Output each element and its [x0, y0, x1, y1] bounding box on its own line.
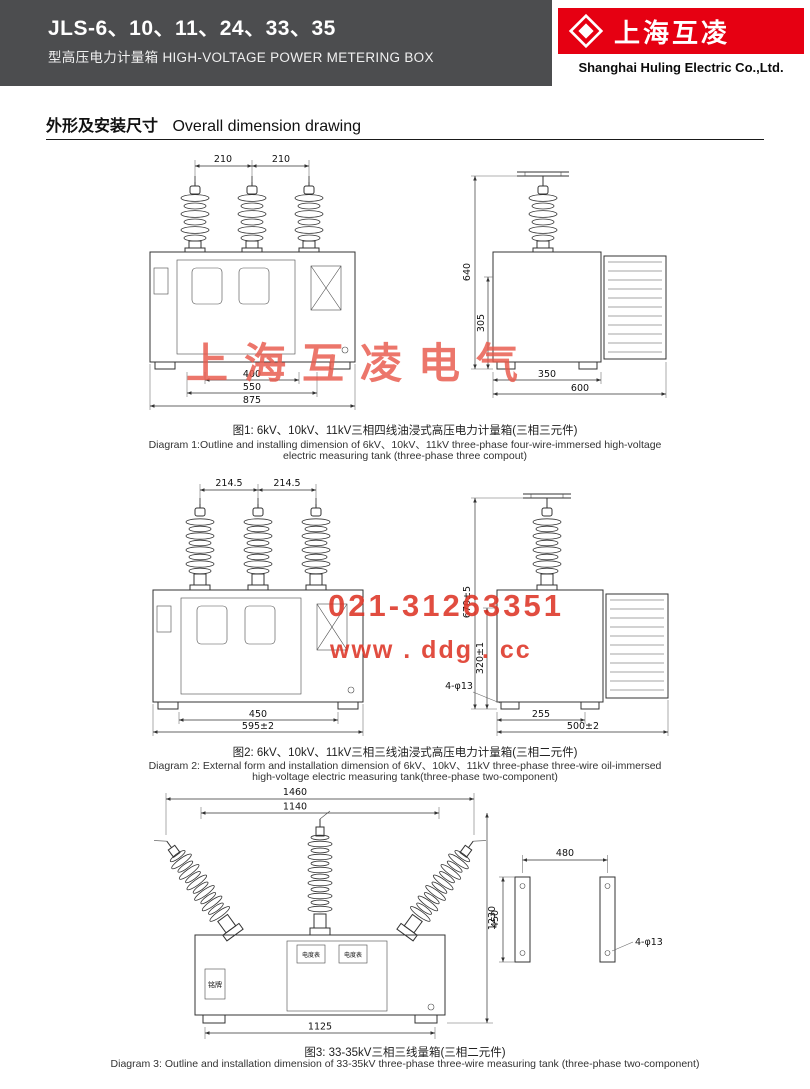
d2-front-dims: 214.5 214.5 450 595±2	[152, 478, 364, 736]
d3-nameplate-label: 铭牌	[208, 980, 222, 989]
bushing	[237, 176, 267, 253]
d3-meter-left-label: 电度表	[302, 951, 320, 959]
diagram2-caption-en-line2: high-voltage electric measuring tank(thr…	[252, 771, 558, 783]
diagram3-drawing: 电度表 电度表 铭牌	[154, 787, 663, 1039]
d2-dim-spacing-right: 214.5	[273, 478, 300, 489]
d3-insulator-right	[396, 840, 486, 942]
d1-side-dims: 640 305 350 600	[462, 175, 667, 398]
d3-dim-width-inner: 1140	[283, 802, 307, 813]
diagram1-caption-en-line2: electric measuring tank (three-phase thr…	[283, 450, 527, 462]
d2-side-view	[496, 493, 669, 710]
d3-dim-holes: 4-φ13	[635, 937, 663, 948]
d1-side-view	[492, 171, 667, 370]
d3-channel-detail: 480 450 4-φ13	[490, 848, 663, 963]
d2-front-view	[152, 498, 364, 710]
d2-dim-depth-total: 500±2	[567, 721, 599, 732]
diagram3-caption-cn: 图3: 33-35kV三相三线量箱(三相二元件)	[304, 1047, 506, 1059]
d3-insulator-middle	[307, 810, 333, 936]
bushing	[294, 176, 324, 253]
d2-dim-width-outer: 595±2	[242, 721, 274, 732]
d2-side-dims: 670±5 320±1 4-φ13 255 500±2	[445, 497, 669, 736]
d2-dim-holes: 4-φ13	[445, 681, 473, 692]
model-title: JLS-6、10、11、24、33、35	[48, 17, 336, 40]
d3-dim-channel-spacing: 480	[556, 848, 574, 859]
bushing	[243, 498, 273, 591]
d1-dim-height-total: 640	[462, 263, 473, 281]
model-subtitle: 型高压电力计量箱 HIGH-VOLTAGE POWER METERING BOX	[48, 50, 434, 65]
section-divider	[46, 139, 764, 140]
d3-dim-height-total: 1230	[487, 906, 498, 930]
d3-tank: 电度表 电度表 铭牌	[194, 934, 446, 1024]
d3-dim-width-outer: 1460	[283, 787, 307, 798]
page-header: JLS-6、10、11、24、33、35 型高压电力计量箱 HIGH-VOLTA…	[0, 0, 810, 86]
diagram2-caption-en-line1: Diagram 2: External form and installatio…	[148, 760, 662, 772]
d3-meter-right-label: 电度表	[344, 951, 362, 959]
d3-dims: 1460 1140 1230 1125	[165, 787, 498, 1039]
diagram2-drawing: 214.5 214.5 450 595±2	[152, 478, 669, 736]
d1-dim-depth-tank: 350	[538, 369, 556, 380]
d1-dim-spacing-right: 210	[272, 154, 290, 165]
section-title-en: Overall dimension drawing	[172, 118, 361, 135]
bushing	[532, 498, 562, 591]
diagram2-caption-cn: 图2: 6kV、10kV、11kV三相三线油浸式高压电力计量箱(三相二元件)	[232, 747, 578, 759]
d1-dim-width-outer: 875	[243, 395, 261, 406]
bushing	[180, 176, 210, 253]
diagram1-caption-en-line1: Diagram 1:Outline and installing dimensi…	[148, 439, 662, 451]
d1-front-dims: 210 210 400 550 875	[149, 154, 356, 410]
d1-dim-height-tank: 305	[476, 314, 487, 332]
section-title: 外形及安装尺寸 Overall dimension drawing	[46, 112, 361, 136]
d2-dim-depth-tank: 255	[532, 709, 550, 720]
d2-dim-height-tank: 320±1	[475, 642, 486, 674]
d2-dim-width-inner: 450	[249, 709, 267, 720]
d1-dim-width-mid: 550	[243, 382, 261, 393]
diagram1-caption-cn: 图1: 6kV、10kV、11kV三相四线油浸式高压电力计量箱(三相三元件)	[232, 425, 578, 437]
d2-dim-height-total: 670±5	[462, 586, 473, 618]
d3-dim-channel-height: 450	[490, 910, 501, 928]
diagram1-drawing: 210 210 400 550 875	[149, 154, 667, 410]
company-name-en: Shanghai Huling Electric Co.,Ltd.	[578, 60, 784, 75]
diagram3-caption-en: Diagram 3: Outline and installation dime…	[110, 1058, 700, 1070]
brand-name-cn: 上海互凌	[614, 17, 731, 48]
brand-logo-box: 上海互凌	[558, 8, 804, 54]
d1-front-view	[149, 176, 356, 370]
d2-dim-spacing-left: 214.5	[215, 478, 242, 489]
d3-dim-width-base: 1125	[308, 1022, 332, 1033]
diamond-logo-icon	[568, 13, 604, 49]
brand-panel: 上海互凌 Shanghai Huling Electric Co.,Ltd.	[552, 0, 810, 86]
bushing	[528, 176, 558, 253]
section-title-cn: 外形及安装尺寸	[46, 118, 159, 135]
d1-dim-depth-total: 600	[571, 383, 589, 394]
bushing	[185, 498, 215, 591]
bushing	[301, 498, 331, 591]
d1-dim-spacing-left: 210	[214, 154, 232, 165]
d1-dim-width-inner: 400	[243, 369, 261, 380]
d3-insulator-left	[154, 840, 244, 942]
